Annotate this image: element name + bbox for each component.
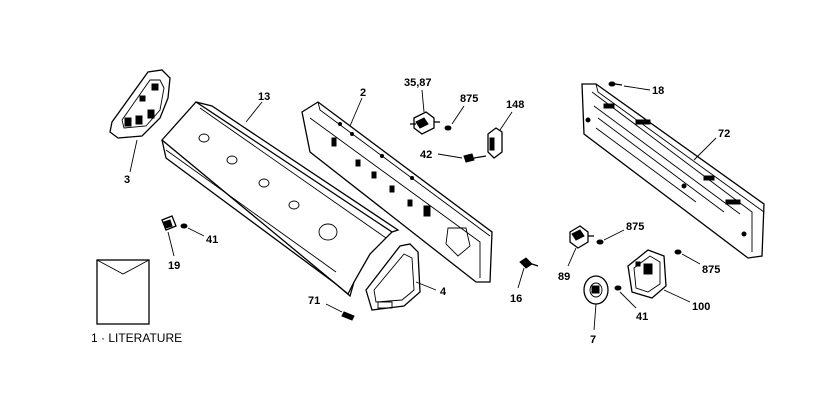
part-71-screw — [341, 311, 355, 321]
label-148: 148 — [506, 99, 524, 111]
label-4: 4 — [440, 286, 447, 298]
part-875-screw-right — [674, 249, 682, 255]
part-72-rear-panel — [581, 83, 765, 259]
label-100: 100 — [692, 301, 710, 313]
part-16-stem — [519, 257, 539, 269]
label-16: 16 — [510, 293, 522, 305]
part-2-control-bracket — [301, 101, 493, 283]
label-875-top: 875 — [460, 93, 478, 105]
part-13-console-panel — [161, 101, 400, 298]
part-875-screw-middle — [596, 239, 604, 245]
label-875-middle: 875 — [626, 221, 644, 233]
literature-label: 1 · LITERATURE — [91, 331, 182, 345]
label-3: 3 — [124, 174, 130, 186]
part-100-bracket — [627, 249, 667, 299]
part-7-knob — [583, 275, 609, 305]
part-41-screw-right — [614, 285, 622, 291]
part-19-clip — [161, 215, 177, 231]
part-148-bracket — [487, 127, 503, 159]
part-89-switch — [569, 225, 594, 249]
part-42-screw — [463, 153, 487, 163]
label-2: 2 — [360, 87, 366, 99]
label-41-left: 41 — [206, 234, 218, 246]
part-41-screw-left — [180, 223, 188, 229]
literature-envelope — [96, 259, 150, 325]
label-13: 13 — [258, 91, 270, 103]
label-89: 89 — [558, 271, 570, 283]
label-35-87: 35,87 — [404, 77, 432, 89]
label-19: 19 — [168, 260, 180, 272]
label-18: 18 — [652, 85, 664, 97]
part-35-87-switch — [410, 111, 440, 135]
part-4-right-endcap — [365, 243, 421, 311]
label-72: 72 — [718, 128, 730, 140]
label-875-right: 875 — [702, 264, 720, 276]
label-71: 71 — [308, 295, 320, 307]
part-875-screw-top — [444, 125, 452, 131]
label-41-right: 41 — [636, 311, 648, 323]
label-42: 42 — [420, 149, 432, 161]
part-3-left-endcap — [109, 69, 171, 139]
label-7: 7 — [590, 334, 596, 346]
part-18-screw — [608, 81, 623, 87]
